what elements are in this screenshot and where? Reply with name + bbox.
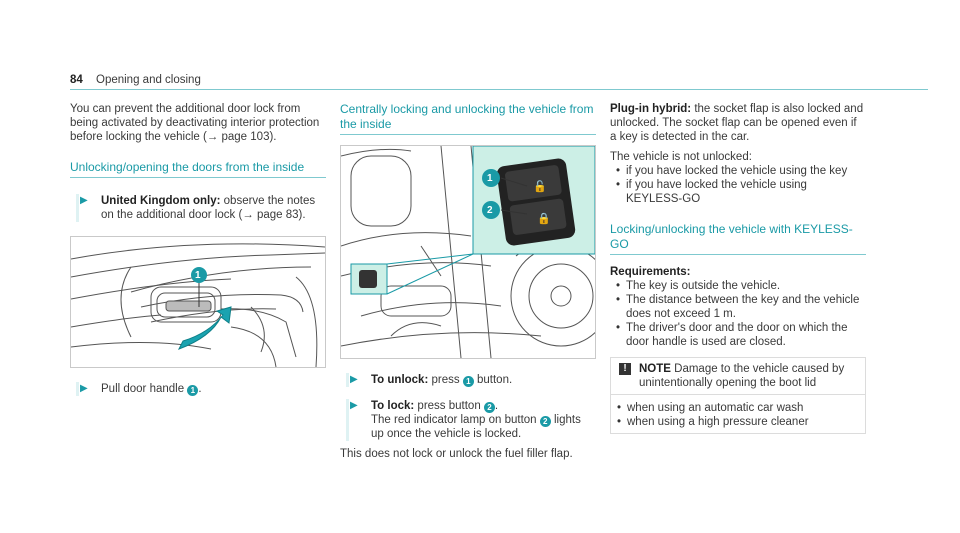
list-item: if you have locked the vehicle using the… xyxy=(610,164,866,178)
plugin-hybrid-text: the socket flap is also locked and unloc… xyxy=(610,103,864,143)
plugin-hybrid-label: Plug-in hybrid: xyxy=(610,103,692,115)
lock-text-a: press button xyxy=(414,400,484,412)
intro-paragraph: You can prevent the additional door lock… xyxy=(70,103,320,143)
step-pull-handle: ▶ Pull door handle 1. xyxy=(76,382,326,396)
list-item: when using a high pressure cleaner xyxy=(611,415,865,429)
door-handle-figure: 1 xyxy=(70,236,326,368)
heading-keyless-go: Locking/unlocking the vehicle with KEYLE… xyxy=(610,222,866,255)
figure-callout-1: 1 xyxy=(195,270,201,281)
central-locking-illustration: 🔓 🔒 xyxy=(341,146,595,358)
list-item: if you have locked the vehicle using KEY… xyxy=(610,178,866,206)
column-3: Plug-in hybrid: the socket flap is also … xyxy=(610,102,866,434)
requirements-list: The key is outside the vehicle. The dist… xyxy=(610,279,866,349)
lock-lamp-text-b: lights up once the vehicle is locked. xyxy=(371,414,581,440)
callout-badge-2: 2 xyxy=(483,402,495,413)
heading-unlocking-inside: Unlocking/opening the doors from the ins… xyxy=(70,160,326,178)
figure-callout-2: 2 xyxy=(487,205,493,216)
requirements-label: Requirements: xyxy=(610,266,691,278)
page-number: 84 xyxy=(70,74,83,86)
callout-badge-1: 1 xyxy=(462,376,474,387)
unlock-text-b: button. xyxy=(473,374,513,386)
warning-icon: ! xyxy=(619,363,631,375)
pull-handle-text: Pull door handle xyxy=(101,383,188,395)
step-uk-only: ▶ United Kingdom only: observe the notes… xyxy=(76,194,326,222)
step-arrow-icon: ▶ xyxy=(80,383,88,394)
door-handle-illustration xyxy=(71,243,325,367)
callout-badge-2: 2 xyxy=(539,416,551,427)
notice-box: ! NOTE Damage to the vehicle caused by u… xyxy=(610,357,866,434)
list-item: The key is outside the vehicle. xyxy=(610,279,866,293)
list-item: The distance between the key and the veh… xyxy=(610,293,866,321)
step-arrow-icon: ▶ xyxy=(350,374,358,385)
list-item: when using an automatic car wash xyxy=(611,401,865,415)
heading-central-locking: Centrally locking and unlocking the vehi… xyxy=(340,102,596,135)
lock-lamp-text-a: The red indicator lamp on button xyxy=(371,414,540,426)
figure-callout-1: 1 xyxy=(487,173,493,184)
step-arrow-icon: ▶ xyxy=(350,400,358,411)
fuel-flap-note: This does not lock or unlock the fuel fi… xyxy=(340,448,573,460)
callout-badge-1: 1 xyxy=(187,385,199,396)
notice-list: when using an automatic car wash when us… xyxy=(611,401,865,429)
lock-label: To lock: xyxy=(371,400,415,412)
svg-text:🔓: 🔓 xyxy=(533,180,547,193)
notice-body: when using an automatic car wash when us… xyxy=(611,395,865,433)
not-unlocked-list: if you have locked the vehicle using the… xyxy=(610,164,866,206)
svg-text:🔒: 🔒 xyxy=(537,212,551,225)
notice-title: Damage to the vehicle caused by unintent… xyxy=(639,363,845,389)
uk-only-label: United Kingdom only: xyxy=(101,195,221,207)
notice-label: NOTE xyxy=(639,363,671,375)
central-locking-figure: 🔓 🔒 1 2 xyxy=(340,145,596,359)
column-2: Centrally locking and unlocking the vehi… xyxy=(340,102,596,461)
list-item: The driver's door and the door on which … xyxy=(610,321,866,349)
step-lock: ▶ To lock: press button 2. The red indic… xyxy=(346,399,596,441)
unlock-label: To unlock: xyxy=(371,374,429,386)
not-unlocked-text: The vehicle is not unlocked: xyxy=(610,151,752,163)
page-header: 84 Opening and closing xyxy=(70,73,928,90)
plugin-hybrid-paragraph: Plug-in hybrid: the socket flap is also … xyxy=(610,102,866,144)
notice-header: ! NOTE Damage to the vehicle caused by u… xyxy=(611,357,865,395)
unlock-text-a: press xyxy=(428,374,463,386)
step-unlock: ▶ To unlock: press 1 button. xyxy=(346,373,596,387)
lock-text-b: . xyxy=(494,400,499,412)
uk-only-text: observe the notes on the additional door… xyxy=(101,195,316,221)
step-arrow-icon: ▶ xyxy=(80,195,88,206)
section-title: Opening and closing xyxy=(96,74,201,86)
column-1: You can prevent the additional door lock… xyxy=(70,102,326,396)
